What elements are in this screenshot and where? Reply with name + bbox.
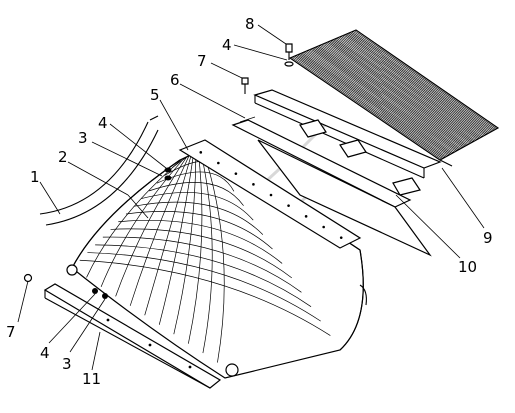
- callout-7-bottom: 7: [6, 323, 16, 341]
- fasteners: [23, 43, 294, 299]
- callout-4: 4: [98, 114, 108, 132]
- curved-rods-part: [39, 115, 159, 226]
- callout-1: 1: [30, 168, 40, 186]
- callout-6: 6: [170, 71, 180, 89]
- mounting-rail-part: [253, 89, 442, 196]
- callout-8: 8: [245, 15, 255, 33]
- leader-lines: [17, 24, 485, 371]
- callout-2: 2: [58, 148, 68, 166]
- lower-side-plate-part: [43, 283, 222, 389]
- callout-4-bottom: 4: [40, 344, 50, 362]
- callout-9: 9: [483, 229, 493, 247]
- callout-11: 11: [82, 370, 101, 388]
- side-plate-part: [178, 139, 362, 249]
- callout-10: 10: [458, 258, 477, 276]
- callout-3-bottom: 3: [62, 355, 72, 373]
- callout-labels: 1 2 3 4 5 6 7 4 8 9 10 7 4 3 11: [6, 15, 493, 388]
- callout-5: 5: [150, 86, 160, 104]
- callout-4-top: 4: [222, 36, 232, 54]
- comb-grate-part: [288, 29, 500, 167]
- deflector-plate-part: [231, 116, 432, 257]
- callout-3: 3: [78, 129, 88, 147]
- callout-7: 7: [197, 52, 207, 70]
